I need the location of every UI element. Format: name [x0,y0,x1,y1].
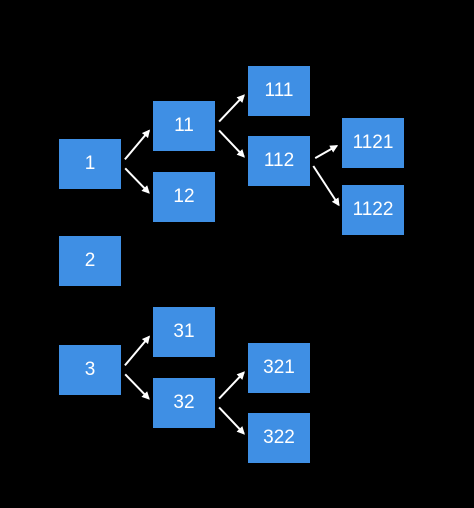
node-1121: 1121 [342,118,404,168]
edge-112-to-1122 [312,165,340,207]
edge-11-to-112 [218,129,245,158]
edge-3-to-32 [124,373,150,400]
edge-32-to-321 [218,371,245,400]
edge-3-to-31 [124,335,151,367]
edge-112-to-1121 [314,145,339,159]
node-31: 31 [153,307,215,357]
node-322: 322 [248,413,310,463]
node-321: 321 [248,343,310,393]
node-32: 32 [153,378,215,428]
edge-1-to-11 [124,129,151,161]
edge-1-to-12 [124,167,150,194]
node-12: 12 [153,172,215,222]
node-11: 11 [153,101,215,151]
edge-32-to-322 [218,406,245,435]
node-1122: 1122 [342,185,404,235]
node-3: 3 [59,345,121,395]
node-111: 111 [248,66,310,116]
edge-11-to-111 [218,94,245,123]
node-112: 112 [248,136,310,186]
node-1: 1 [59,139,121,189]
node-2: 2 [59,236,121,286]
